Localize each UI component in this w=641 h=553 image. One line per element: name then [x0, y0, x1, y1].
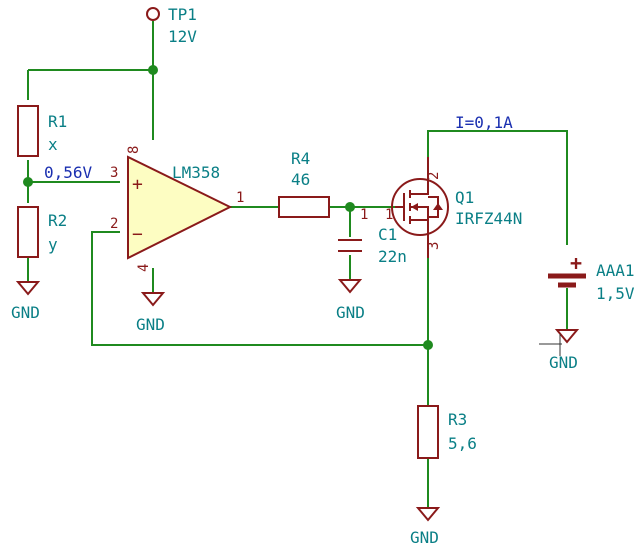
ground-icon [15, 281, 41, 296]
opamp-lm358[interactable]: + − LM358 3 2 1 8 4 [110, 146, 244, 272]
mosfet-drain-lead [410, 157, 429, 195]
gnd-label: GND [136, 315, 165, 334]
opamp-triangle-icon [127, 155, 233, 260]
net-label-current: I=0,1A [455, 113, 513, 132]
r1-value: x [48, 135, 58, 154]
mosfet-q1[interactable]: Q1 IRFZ44N 1 2 3 [385, 157, 522, 258]
opamp-pin-out: 1 [236, 190, 244, 206]
q1-value: IRFZ44N [455, 209, 522, 228]
net-label-divider: 0,56V [44, 163, 93, 182]
junction-dot [345, 202, 355, 212]
mosfet-body-lead [410, 206, 429, 220]
gnd-r3: GND [410, 507, 441, 547]
gnd-c1: GND [336, 279, 365, 322]
ground-icon [554, 329, 580, 344]
junction-dot [148, 65, 158, 75]
resistor-r2[interactable]: R2 y [17, 206, 67, 258]
wire-drain-battery [427, 130, 568, 245]
junction-dot [23, 177, 33, 187]
gnd-label: GND [336, 303, 365, 322]
gnd-r2: GND [11, 281, 41, 322]
opamp-ref: LM358 [172, 163, 220, 182]
r4-value: 46 [291, 170, 310, 189]
r4-ref: R4 [291, 149, 310, 168]
c1-pin: 1 [360, 207, 368, 223]
tp1-value: 12V [168, 27, 197, 46]
ground-icon [415, 507, 441, 522]
test-point-icon [146, 7, 160, 21]
capacitor-c1[interactable]: C1 22n 1 [338, 207, 407, 266]
r1-ref: R1 [48, 112, 67, 131]
q1-ref: Q1 [455, 188, 474, 207]
mosfet-source-lead [410, 219, 429, 258]
c1-ref: C1 [378, 225, 397, 244]
aaa1-value: 1,5V [596, 284, 635, 303]
junction-dot [423, 340, 433, 350]
resistor-r4[interactable]: R4 46 [278, 149, 330, 218]
r2-value: y [48, 235, 58, 254]
gnd-label: GND [410, 528, 439, 547]
wire-feedback [91, 231, 428, 346]
resistor-icon [17, 206, 39, 258]
resistor-icon [417, 405, 439, 459]
wires [27, 21, 568, 508]
gnd-battery: GND [539, 329, 580, 372]
battery-aaa1[interactable]: + AAA1 1,5V [548, 251, 635, 303]
r3-value: 5,6 [448, 434, 477, 453]
test-point-tp1[interactable]: TP1 12V [146, 5, 197, 46]
ground-icon [140, 292, 166, 307]
mosfet-diode-icon [433, 203, 443, 210]
q1-pin-drain: 2 [426, 172, 442, 180]
r2-ref: R2 [48, 211, 67, 230]
ground-icon [337, 279, 363, 294]
resistor-r1[interactable]: R1 x [17, 105, 67, 157]
opamp-plus-sign: + [132, 174, 143, 195]
q1-pin-source: 3 [426, 242, 442, 250]
opamp-minus-sign: − [132, 224, 143, 245]
opamp-pin-plus: 3 [110, 165, 118, 181]
c1-value: 22n [378, 247, 407, 266]
r3-ref: R3 [448, 410, 467, 429]
resistor-icon [17, 105, 39, 157]
tp1-ref: TP1 [168, 5, 197, 24]
gnd-label: GND [549, 353, 578, 372]
aaa1-ref: AAA1 [596, 261, 635, 280]
junctions [23, 65, 433, 350]
opamp-pin-minus: 2 [110, 216, 118, 232]
gnd-label: GND [11, 303, 40, 322]
battery-plus-sign: + [570, 251, 582, 275]
gnd-opamp: GND [136, 292, 166, 334]
opamp-pin-vplus: 8 [126, 146, 142, 154]
opamp-pin-vminus: 4 [136, 264, 152, 272]
q1-pin-gate: 1 [385, 207, 393, 223]
resistor-r3[interactable]: R3 5,6 [417, 405, 477, 459]
resistor-icon [278, 196, 330, 218]
mosfet-arrow-icon [411, 203, 418, 211]
mosfet-icon [391, 178, 449, 236]
